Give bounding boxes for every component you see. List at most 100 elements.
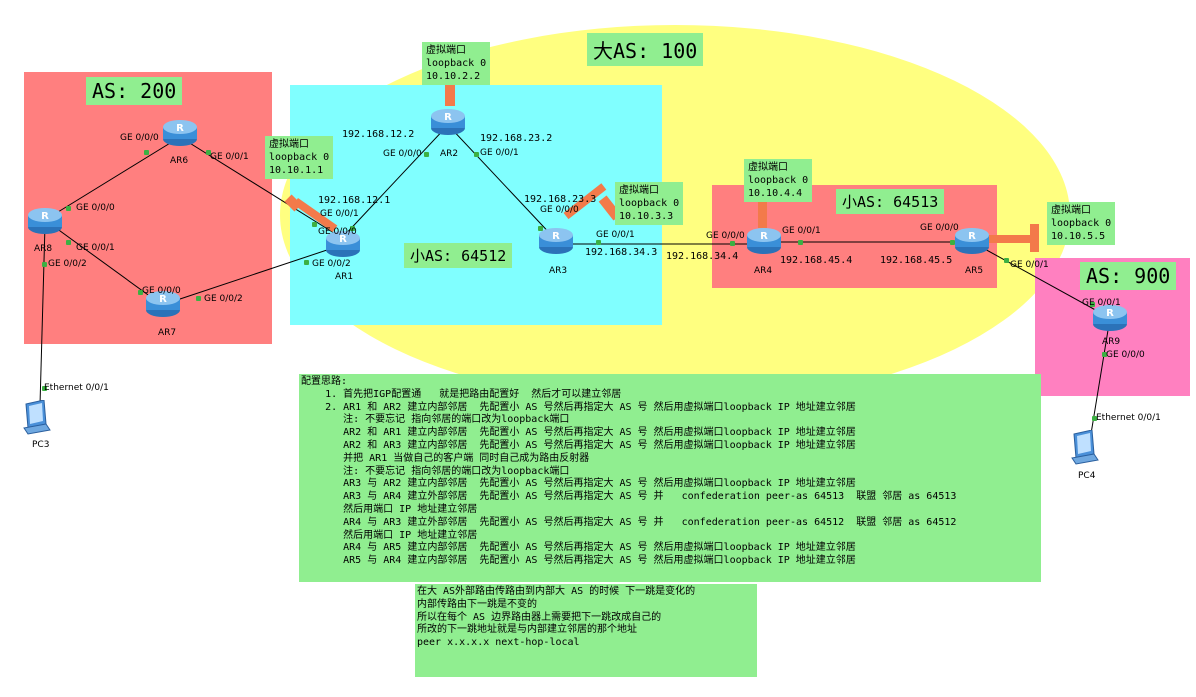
router-label-ar9: AR9: [1102, 337, 1121, 347]
port-label-ar8-g002: GE 0/0/2: [48, 259, 87, 269]
port-dot: [304, 260, 309, 265]
as-64513-title: 小AS: 64513: [836, 189, 945, 214]
router-label-ar3: AR3: [549, 266, 568, 276]
loopback-ip: 10.10.2.2: [426, 71, 481, 82]
router-ar8[interactable]: R: [27, 205, 63, 235]
ip-label-12-2: 192.168.12.2: [342, 129, 415, 140]
pc3-label: PC3: [32, 440, 50, 450]
svg-text:R: R: [159, 294, 167, 305]
ip-label-34-3: 192.168.34.3: [585, 247, 658, 258]
loopback-title: 虚拟端口: [1051, 205, 1091, 216]
port-label-ar1-g001: GE 0/0/1: [320, 209, 359, 219]
router-ar1[interactable]: R: [325, 228, 361, 258]
port-dot: [138, 290, 143, 295]
as-100-title: 大AS: 100: [587, 33, 704, 66]
ip-label-34-4: 192.168.34.4: [666, 251, 739, 262]
port-label-ar8-g001: GE 0/0/1: [76, 243, 115, 253]
svg-text:R: R: [41, 211, 49, 222]
pc4-icon[interactable]: [1070, 430, 1100, 466]
router-ar3[interactable]: R: [538, 225, 574, 255]
as-200-title: AS: 200: [86, 77, 183, 105]
loopback-name: loopback 0: [426, 58, 487, 69]
svg-text:R: R: [552, 231, 560, 242]
router-ar4[interactable]: R: [746, 225, 782, 255]
port-dot: [350, 226, 355, 231]
port-label-ar2-g001: GE 0/0/1: [480, 148, 519, 158]
loopback-name: loopback 0: [619, 198, 680, 209]
port-dot: [312, 222, 317, 227]
router-label-ar7: AR7: [158, 328, 177, 338]
loopback-label-ar5: 虚拟端口 loopback 0 10.10.5.5: [1047, 202, 1116, 245]
ip-label-23-3: 192.168.23.3: [524, 194, 597, 205]
router-label-ar2: AR2: [440, 149, 459, 159]
loopback-title: 虚拟端口: [426, 45, 466, 56]
router-label-ar1: AR1: [335, 272, 354, 282]
port-dot: [196, 296, 201, 301]
link-ar8-pc3: [39, 224, 46, 406]
loopback-name: loopback 0: [748, 175, 809, 186]
router-label-ar6: AR6: [170, 156, 189, 166]
loopback-bar-ar5: [988, 235, 1033, 243]
loopback-ip: 10.10.5.5: [1051, 231, 1106, 242]
config-notes: 配置思路: 1. 首先把IGP配置通 就是把路由配置好 然后才可以建立邻居 2.…: [299, 374, 1041, 582]
port-label-ar7-g000: GE 0/0/0: [142, 286, 181, 296]
port-dot: [66, 206, 71, 211]
loopback-name: loopback 0: [1051, 218, 1112, 229]
port-dot: [538, 226, 543, 231]
router-ar7[interactable]: R: [145, 288, 181, 318]
port-label-ar1-g002: GE 0/0/2: [312, 259, 351, 269]
port-dot: [206, 150, 211, 155]
pc3-icon[interactable]: [22, 400, 52, 436]
loopback-label-ar4: 虚拟端口 loopback 0 10.10.4.4: [744, 159, 813, 202]
router-ar9[interactable]: R: [1092, 302, 1128, 332]
port-dot: [66, 240, 71, 245]
port-label-pc3-eth: Ethernet 0/0/1: [44, 383, 109, 393]
loopback-title: 虚拟端口: [269, 139, 309, 150]
link-ar2-ar3: [447, 124, 557, 241]
port-label-ar3-g000: GE 0/0/0: [540, 205, 579, 215]
port-label-ar7-g002: GE 0/0/2: [204, 294, 243, 304]
loopback-bar-ar4: [758, 200, 767, 228]
router-label-ar8: AR8: [34, 244, 53, 254]
svg-text:R: R: [444, 112, 452, 123]
port-dot: [798, 240, 803, 245]
loopback-label-ar3: 虚拟端口 loopback 0 10.10.3.3: [615, 182, 684, 225]
port-label-ar4-g001: GE 0/0/1: [782, 226, 821, 236]
port-dot: [730, 241, 735, 246]
loopback-ip: 10.10.4.4: [748, 188, 803, 199]
as-64512-zone: [290, 85, 662, 325]
router-label-ar4: AR4: [754, 266, 773, 276]
loopback-name: loopback 0: [269, 152, 330, 163]
port-dot: [42, 386, 47, 391]
port-label-ar6-g000: GE 0/0/0: [120, 133, 159, 143]
svg-text:R: R: [760, 231, 768, 242]
port-dot: [1092, 416, 1097, 421]
port-label-ar9-g001: GE 0/0/1: [1082, 298, 1121, 308]
ip-label-23-2: 192.168.23.2: [480, 133, 553, 144]
svg-text:R: R: [968, 231, 976, 242]
pc4-label: PC4: [1078, 471, 1096, 481]
port-dot: [474, 152, 479, 157]
loopback-ip: 10.10.1.1: [269, 165, 324, 176]
ip-label-45-4: 192.168.45.4: [780, 255, 853, 266]
router-ar5[interactable]: R: [954, 225, 990, 255]
ip-label-45-5: 192.168.45.5: [880, 255, 953, 266]
link-ar1-ar2: [341, 124, 449, 239]
loopback-bar-ar2: [445, 80, 455, 106]
link-ar5-ar9: [971, 241, 1111, 319]
loopback-bar-ar5-cap: [1030, 224, 1039, 252]
router-label-ar5: AR5: [965, 266, 984, 276]
link-ar7-ar1: [161, 244, 343, 306]
as-64512-title: 小AS: 64512: [404, 243, 513, 268]
router-ar6[interactable]: R: [162, 117, 198, 147]
port-dot: [424, 152, 429, 157]
port-dot: [144, 150, 149, 155]
loopback-title: 虚拟端口: [748, 162, 788, 173]
router-ar2[interactable]: R: [430, 106, 466, 136]
port-dot: [1090, 302, 1095, 307]
port-label-ar8-g000: GE 0/0/0: [76, 203, 115, 213]
ip-label-12-1: 192.168.12.1: [318, 195, 391, 206]
svg-text:R: R: [1106, 308, 1114, 319]
port-label-pc4-eth: Ethernet 0/0/1: [1096, 413, 1161, 423]
loopback-ip: 10.10.3.3: [619, 211, 674, 222]
